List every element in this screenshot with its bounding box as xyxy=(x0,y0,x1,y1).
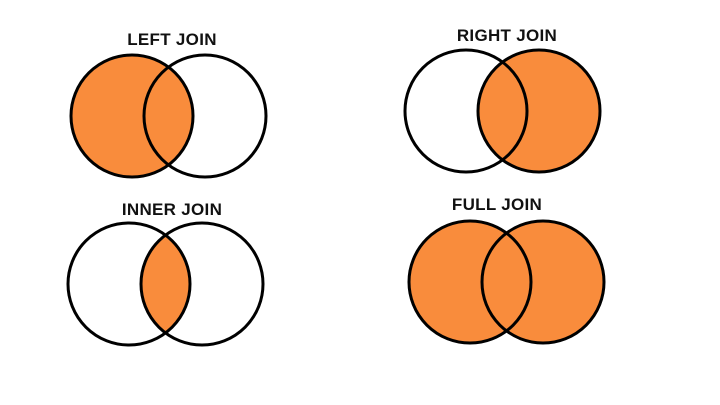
right-circle-outline xyxy=(476,48,602,174)
diagram-title: FULL JOIN xyxy=(451,195,543,214)
left-circle-outline xyxy=(69,53,195,179)
left-circle-fill xyxy=(71,55,193,177)
right-circle-outline xyxy=(480,219,606,345)
venn-diagram xyxy=(69,53,268,179)
left-circle-outline xyxy=(403,48,529,174)
right-circle-fill xyxy=(482,221,604,343)
right-circle-fill xyxy=(478,50,600,172)
left-circle-outline xyxy=(407,219,533,345)
venn-diagram xyxy=(66,221,265,347)
intersection-fill xyxy=(141,235,190,333)
left-circle-outline xyxy=(66,221,192,347)
diagram-title: LEFT JOIN xyxy=(127,30,217,49)
right-circle-outline xyxy=(139,221,265,347)
diagram-title: INNER JOIN xyxy=(121,200,223,219)
venn-diagram xyxy=(403,48,602,174)
venn-diagram xyxy=(407,219,606,345)
right-circle-outline xyxy=(142,53,268,179)
diagram-title: RIGHT JOIN xyxy=(456,26,558,45)
